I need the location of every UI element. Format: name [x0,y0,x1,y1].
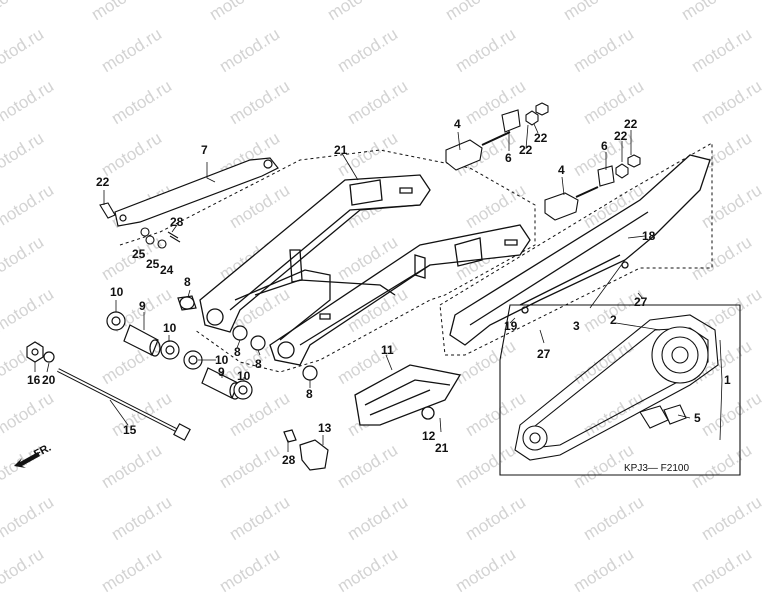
swingarm-guard [355,365,460,425]
callout-27-upper: 27 [634,295,648,309]
callout-8-c: 8 [255,357,262,371]
drive-chain-group [500,305,740,475]
callout-10-d: 10 [237,369,251,383]
callout-28-upper: 28 [170,215,184,229]
callout-15: 15 [123,423,137,437]
torque-link-hardware [100,203,180,248]
callout-3: 3 [573,319,580,333]
callout-22-b: 22 [534,131,548,145]
callout-7: 7 [201,143,208,157]
callout-4-lower: 4 [558,163,565,177]
callout-13: 13 [318,421,332,435]
callout-24: 25 [146,257,160,271]
callout-6-upper: 6 [505,151,512,165]
brake-hose-clamp [284,430,328,470]
chain-adjusters [446,103,640,220]
callout-16: 16 [27,373,41,387]
callout-8-d: 8 [306,387,313,401]
callout-4-upper: 4 [454,117,461,131]
callout-2: 2 [610,313,617,327]
leader-lines [35,124,722,452]
callout-12: 12 [422,429,436,443]
pivot-hardware [27,296,317,399]
callout-1: 1 [724,373,731,387]
callout-9-b: 9 [218,365,225,379]
pivot-bolt [58,370,190,440]
brake-torque-link [115,158,278,226]
callout-22-d: 22 [624,117,638,131]
swingarm-group-outline [120,150,535,372]
callout-14: 21 [334,143,348,157]
callout-17: 18 [642,229,656,243]
callout-10-c: 10 [215,353,229,367]
exploded-view-drawing [14,0,768,576]
callout-6-lower: 6 [601,139,608,153]
front-arrow-icon [14,452,40,468]
callout-18: 19 [504,319,518,333]
callout-5: 5 [694,411,701,425]
callout-21: 21 [435,441,449,455]
callout-23: 24 [160,263,174,277]
chain-case [450,155,710,345]
callout-19: 20 [42,373,56,387]
callout-28-lower: 28 [282,453,296,467]
callout-22-c: 22 [614,129,628,143]
callout-8-b: 8 [234,345,241,359]
callout-11: 11 [381,343,394,357]
callout-8-a: 8 [184,275,191,289]
callout-20: 22 [96,175,110,189]
callout-22-a: 22 [519,143,533,157]
callout-27-lower: 27 [537,347,551,361]
callout-25: 25 [132,247,146,261]
swingarm [200,175,530,365]
callout-9-a: 9 [139,299,146,313]
figure-code: KPJ3— F2100 [624,463,690,474]
callout-10-a: 10 [110,285,124,299]
callout-10-b: 10 [163,321,177,335]
